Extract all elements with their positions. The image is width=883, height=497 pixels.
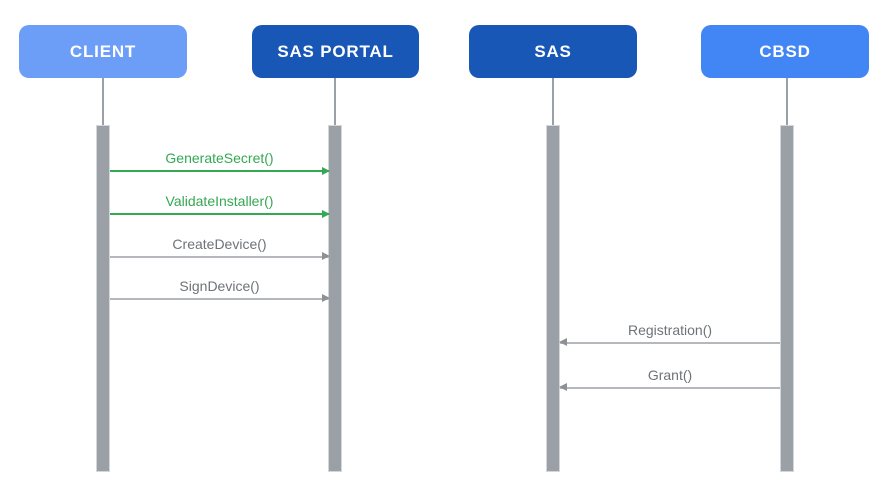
arrow-line bbox=[110, 209, 330, 218]
actor-box-sas-portal: SAS PORTAL bbox=[252, 25, 419, 78]
arrowhead-left-icon bbox=[559, 383, 567, 391]
message-generate-secret: GenerateSecret() bbox=[110, 150, 330, 175]
message-label: Grant() bbox=[647, 367, 693, 383]
activation-bar-sas-portal bbox=[328, 125, 342, 472]
arrowhead-right-icon bbox=[322, 209, 330, 218]
activation-bar-client bbox=[96, 125, 110, 472]
lifeline-cbsd bbox=[786, 78, 788, 125]
message-label: ValidateInstaller() bbox=[165, 193, 274, 209]
arrow-line bbox=[559, 338, 780, 346]
actor-label-sas-portal: SAS PORTAL bbox=[277, 41, 394, 61]
message-label: SignDevice() bbox=[179, 278, 260, 294]
message-registration: Registration() bbox=[559, 322, 780, 346]
arrow-line bbox=[110, 252, 330, 260]
lifeline-sas bbox=[552, 78, 554, 125]
actor-box-sas: SAS bbox=[469, 25, 637, 78]
message-grant: Grant() bbox=[559, 367, 780, 391]
message-label: CreateDevice() bbox=[172, 236, 267, 252]
arrowhead-right-icon bbox=[322, 294, 330, 302]
actor-box-client: CLIENT bbox=[19, 25, 187, 78]
message-label: GenerateSecret() bbox=[165, 150, 274, 166]
message-validate-installer: ValidateInstaller() bbox=[110, 193, 330, 218]
arrowhead-right-icon bbox=[322, 252, 330, 260]
actor-box-cbsd: CBSD bbox=[701, 25, 869, 78]
arrow-line bbox=[559, 383, 780, 391]
message-sign-device: SignDevice() bbox=[110, 278, 330, 302]
actor-label-sas: SAS bbox=[534, 41, 572, 61]
lifeline-sas-portal bbox=[334, 78, 336, 125]
arrow-line bbox=[110, 294, 330, 302]
arrow-line bbox=[110, 166, 330, 175]
message-label: Registration() bbox=[627, 322, 713, 338]
activation-bar-sas bbox=[546, 125, 560, 472]
actor-label-client: CLIENT bbox=[69, 41, 137, 61]
lifeline-client bbox=[102, 78, 104, 125]
arrowhead-left-icon bbox=[559, 338, 567, 346]
actor-label-cbsd: CBSD bbox=[759, 41, 811, 61]
activation-bar-cbsd bbox=[780, 125, 794, 472]
message-create-device: CreateDevice() bbox=[110, 236, 330, 260]
arrowhead-right-icon bbox=[322, 166, 330, 175]
